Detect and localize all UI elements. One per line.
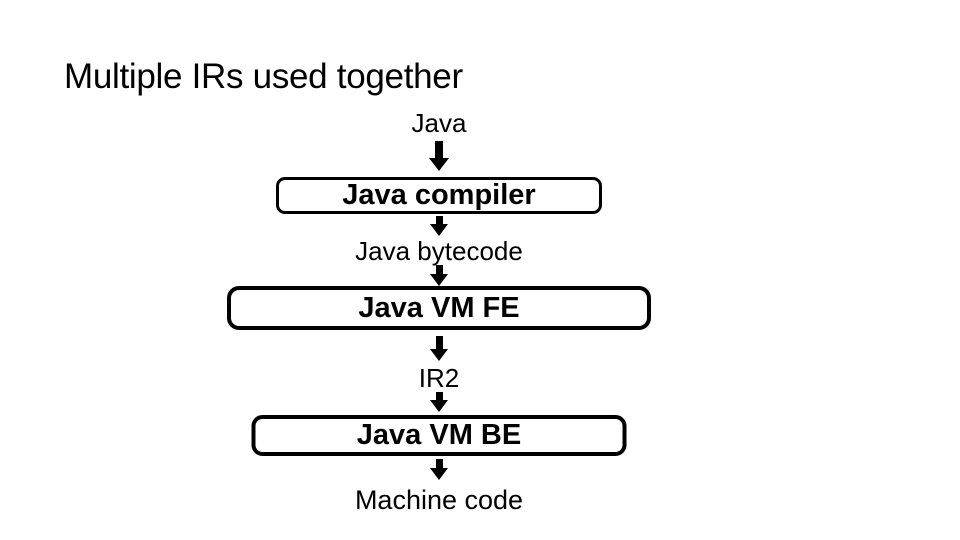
flow-label-java: Java	[411, 108, 467, 138]
arrow-head	[429, 158, 449, 171]
arrow-stem	[435, 141, 443, 158]
down-arrow-icon	[430, 265, 448, 286]
arrow-stem	[435, 265, 443, 274]
flow-label-machine-code: Machine code	[354, 485, 524, 515]
flow-box-label: Java VM FE	[358, 291, 520, 324]
arrow-head	[430, 349, 448, 361]
flow-box-label: Java compiler	[342, 179, 536, 211]
down-arrow-icon	[429, 141, 449, 171]
arrow-stem	[435, 216, 443, 224]
arrow-head	[430, 224, 448, 236]
flow-label-java-bytecode: Java bytecode	[355, 236, 523, 266]
arrow-head	[430, 400, 448, 412]
down-arrow-icon	[430, 392, 448, 412]
arrow-head	[430, 468, 448, 480]
flow-box-java-compiler: Java compiler	[276, 177, 602, 214]
arrow-stem	[435, 392, 443, 400]
down-arrow-icon	[430, 216, 448, 236]
arrow-stem	[435, 459, 443, 468]
flow-box-label: Java VM BE	[356, 419, 522, 451]
flow-box-java-vm-fe: Java VM FE	[227, 286, 651, 330]
flow-box-java-vm-be: Java VM BE	[251, 415, 627, 456]
down-arrow-icon	[430, 336, 448, 361]
down-arrow-icon	[430, 459, 448, 480]
flow-label-ir2: IR2	[418, 363, 460, 393]
arrow-head	[430, 274, 448, 286]
arrow-stem	[435, 336, 443, 349]
slide-title: Multiple IRs used together	[64, 57, 463, 96]
